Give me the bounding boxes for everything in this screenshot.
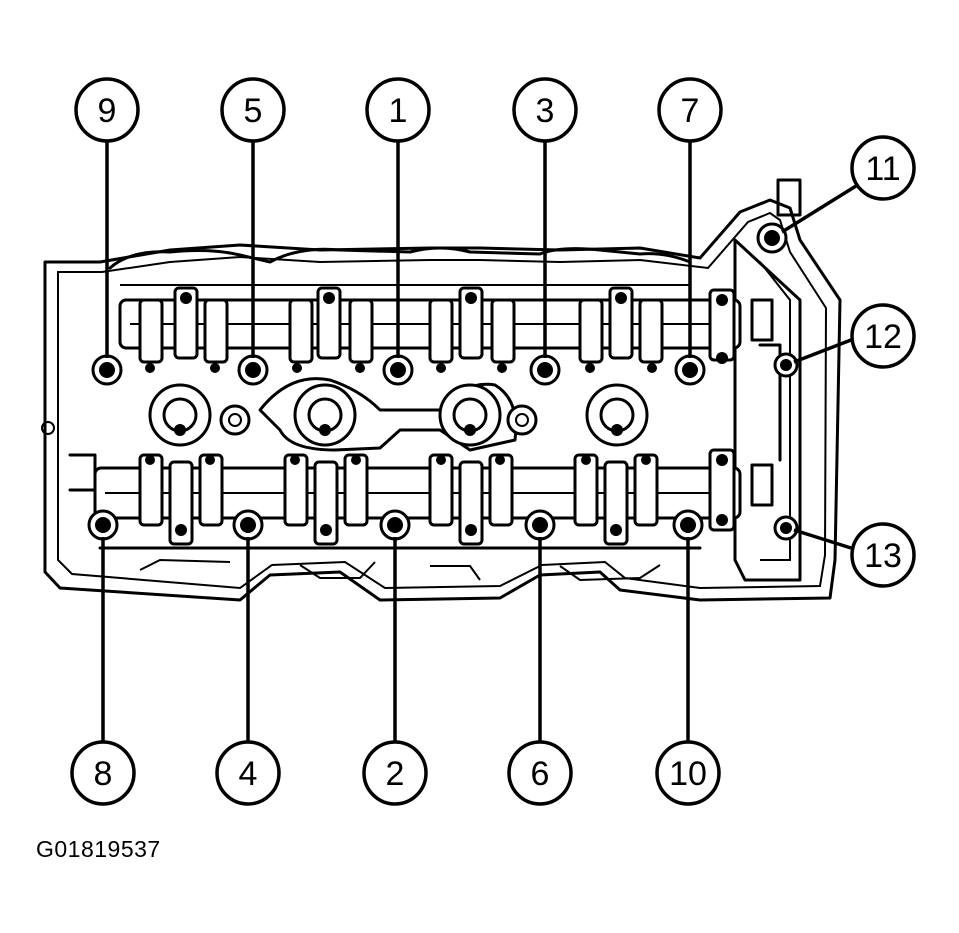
bearing-cap-fasteners — [145, 292, 728, 536]
callout-6: 6 — [507, 740, 573, 806]
bolt-1 — [382, 354, 414, 386]
cylinder-head-body — [41, 178, 842, 602]
callout-13: 13 — [850, 522, 916, 588]
callout-4-label: 4 — [239, 755, 258, 793]
callout-5-label: 5 — [244, 92, 263, 130]
callout-12-label: 12 — [864, 318, 902, 356]
callout-11: 11 — [850, 135, 916, 201]
bolt-11 — [756, 222, 788, 254]
bolt-12 — [773, 352, 799, 378]
callout-9: 9 — [74, 77, 140, 143]
callout-8-label: 8 — [94, 755, 113, 793]
bolt-9 — [91, 354, 123, 386]
callout-10: 10 — [655, 740, 721, 806]
callout-5: 5 — [220, 77, 286, 143]
callout-8: 8 — [70, 740, 136, 806]
callout-2: 2 — [362, 740, 428, 806]
callout-2-label: 2 — [386, 755, 405, 793]
leader-lines — [101, 140, 857, 742]
spark-plug-bores — [148, 377, 649, 452]
lower-cam-lobes — [138, 448, 736, 546]
head-bolts — [87, 222, 799, 541]
callout-3: 3 — [512, 77, 578, 143]
bolt-3 — [529, 354, 561, 386]
bolt-2 — [379, 509, 411, 541]
figure-code: G01819537 — [36, 836, 161, 862]
callout-7-label: 7 — [681, 92, 700, 130]
bolt-7 — [674, 354, 706, 386]
bolt-4 — [232, 509, 264, 541]
callout-11-label: 11 — [865, 150, 900, 188]
bolt-8 — [87, 509, 119, 541]
bolt-13 — [773, 515, 799, 541]
bolt-10 — [672, 509, 704, 541]
upper-cam-lobes — [138, 286, 736, 364]
callout-3-label: 3 — [536, 92, 555, 130]
callout-12: 12 — [850, 303, 916, 369]
callout-7: 7 — [657, 77, 723, 143]
callout-9-label: 9 — [98, 92, 117, 130]
callout-1: 1 — [365, 77, 431, 143]
callout-10-label: 10 — [669, 755, 707, 793]
bolt-6 — [524, 509, 556, 541]
callout-6-label: 6 — [531, 755, 550, 793]
bolt-5 — [237, 354, 269, 386]
callout-1-label: 1 — [389, 92, 408, 130]
callout-4: 4 — [215, 740, 281, 806]
callout-13-label: 13 — [864, 537, 902, 575]
